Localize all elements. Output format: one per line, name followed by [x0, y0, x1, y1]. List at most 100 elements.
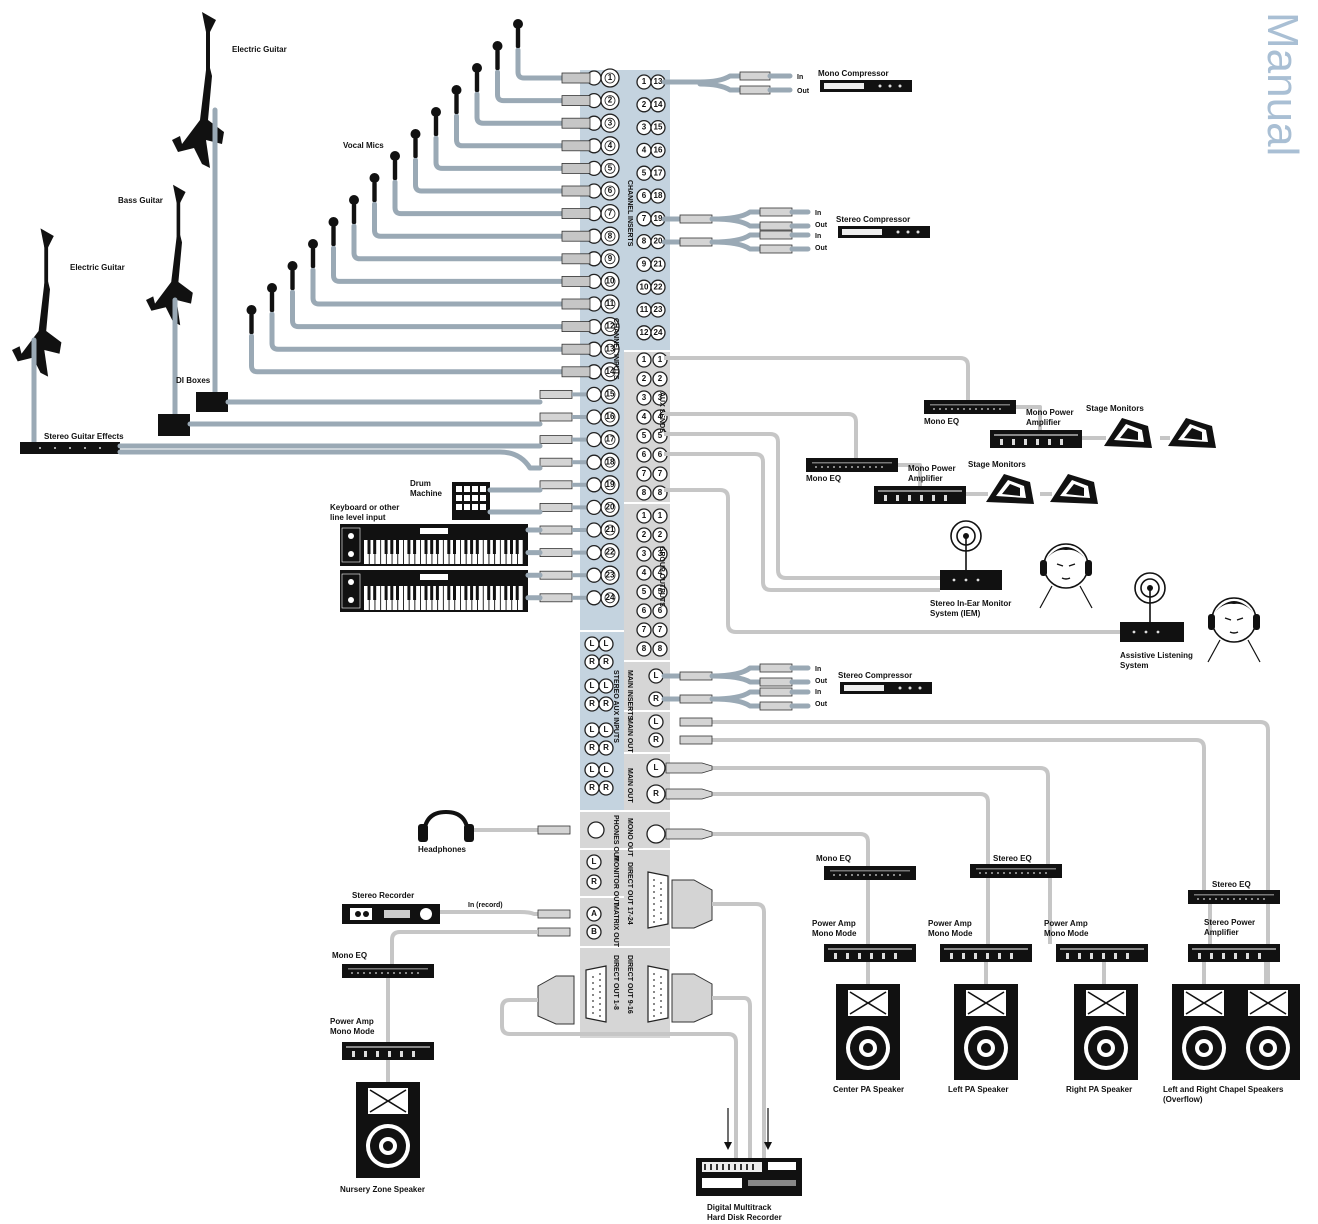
monitor-out-r[interactable]: R [586, 874, 602, 890]
channel-input-6[interactable]: 6 [586, 181, 620, 201]
stereo-aux-input-2-l[interactable]: LR [584, 678, 600, 712]
monitor-out-l[interactable]: L [586, 854, 602, 870]
channel-input-18[interactable]: 18 [586, 452, 620, 472]
stereo-aux-input-1-r[interactable]: LR [598, 636, 614, 670]
stereo-aux-input-1-l[interactable]: LR [584, 636, 600, 670]
channel-input-20[interactable]: 20 [586, 497, 620, 518]
channel-input-13[interactable]: 13 [586, 339, 620, 359]
stereo-comp-in-1: In [815, 210, 821, 217]
main-out-trs-l[interactable]: L [648, 714, 664, 730]
main-out-xlr-r[interactable]: R [646, 784, 666, 804]
channel-input-23[interactable]: 23 [586, 565, 620, 585]
channel-input-2[interactable]: 2 [586, 90, 620, 111]
channel-input-14[interactable]: 14 [586, 362, 620, 382]
channel-input-5[interactable]: 5 [586, 158, 620, 179]
mono-eq-2-label: Mono EQ [806, 474, 841, 483]
mono-eq-1-label: Mono EQ [924, 417, 959, 426]
stereo-aux-inputs-label: STEREO AUX INPUTS [612, 670, 619, 743]
stereo-comp-out-2: Out [815, 245, 828, 252]
channel-input-10[interactable]: 10 [586, 271, 620, 292]
svg-text:19: 19 [654, 214, 663, 223]
channel-input-22[interactable]: 22 [586, 542, 620, 563]
stereo-aux-input-4-r[interactable]: LR [598, 762, 614, 796]
channel-input-17[interactable]: 17 [586, 429, 620, 450]
stereo-aux-input-3-l[interactable]: LR [584, 722, 600, 756]
channel-input-11[interactable]: 11 [586, 294, 620, 314]
input-plug-23 [539, 570, 573, 580]
stage-monitor-2a [986, 474, 1034, 504]
stereo-aux-input-2-r[interactable]: LR [598, 678, 614, 712]
svg-text:20: 20 [606, 503, 615, 512]
svg-text:B: B [591, 927, 597, 936]
matrix-out-a[interactable]: A [586, 906, 602, 922]
channel-input-12[interactable]: 12 [586, 316, 620, 337]
channel-input-16[interactable]: 16 [586, 407, 620, 427]
main-out-xlr-l[interactable]: L [646, 758, 666, 778]
svg-text:4: 4 [658, 568, 663, 577]
vocal-mic-9 [349, 195, 591, 265]
svg-text:L: L [654, 717, 659, 726]
svg-text:L: L [654, 671, 659, 680]
channel-input-4[interactable]: 4 [586, 136, 620, 156]
svg-text:24: 24 [654, 328, 663, 337]
channel-input-19[interactable]: 19 [586, 475, 620, 495]
channel-input-8[interactable]: 8 [586, 226, 620, 246]
channel-input-3[interactable]: 3 [586, 113, 620, 133]
channel-input-24[interactable]: 24 [586, 588, 620, 608]
main-out-trs-r[interactable]: R [648, 732, 664, 748]
svg-text:22: 22 [654, 282, 663, 291]
stereo-compressor-label: Stereo Compressor [836, 215, 910, 224]
mono-out-xlr[interactable] [646, 824, 666, 844]
svg-text:1: 1 [658, 511, 663, 520]
main-out-label-trs: MAIN OUT [626, 718, 633, 753]
svg-text:4: 4 [642, 412, 647, 421]
keyboard-2 [340, 570, 543, 612]
monitor-out-label: MONITOR OUT [612, 856, 619, 906]
main-out-cables [710, 720, 1270, 986]
manual-watermark: Manual [1258, 12, 1307, 156]
matrix-out-b[interactable]: B [586, 924, 602, 940]
main-insert-r[interactable]: R [648, 691, 664, 707]
phones-out-jack[interactable] [587, 821, 605, 839]
channel-input-1[interactable]: 1 [586, 68, 620, 88]
stereo-aux-input-4-l[interactable]: LR [584, 762, 600, 796]
main-insert-l[interactable]: L [648, 668, 664, 684]
channel-input-9[interactable]: 9 [586, 249, 620, 269]
channel-input-7[interactable]: 7 [586, 203, 620, 224]
channel-input-15[interactable]: 15 [586, 384, 620, 405]
vocal-mic-3 [472, 63, 591, 129]
stereo-aux-input-3-r[interactable]: LR [598, 722, 614, 756]
channel-input-21[interactable]: 21 [586, 520, 620, 540]
